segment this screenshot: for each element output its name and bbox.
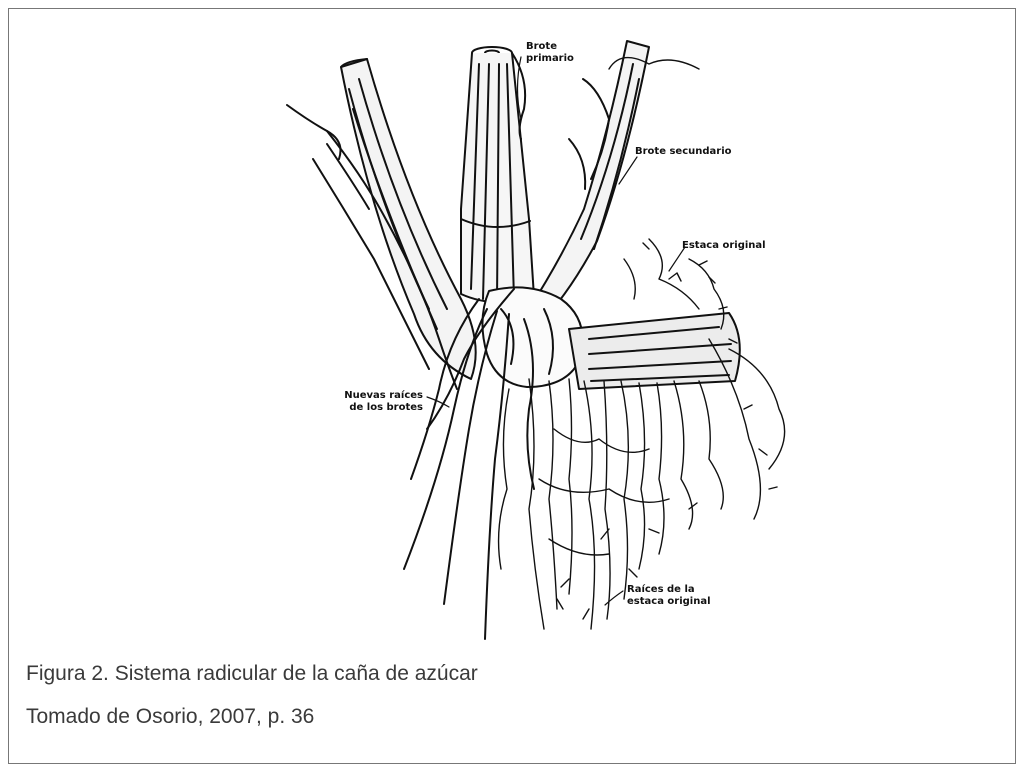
original-cutting [569, 313, 740, 389]
label-estaca-original: Estaca original [682, 240, 766, 252]
label-brote-primario: Brote primario [526, 41, 574, 65]
label-raices-estaca: Raíces de la estaca original [627, 584, 711, 608]
secondary-shoot [529, 41, 699, 327]
primary-shoot [461, 47, 534, 302]
label-brote-secundario: Brote secundario [635, 146, 732, 158]
label-nuevas-raices: Nuevas raíces de los brotes [321, 390, 423, 414]
sugarcane-root-system-illustration [9, 9, 1017, 649]
figure-source: Tomado de Osorio, 2007, p. 36 [26, 705, 314, 729]
figure-frame: Brote primario Brote secundario Estaca o… [8, 8, 1016, 764]
left-shoot [287, 59, 476, 389]
figure-caption: Figura 2. Sistema radicular de la caña d… [26, 662, 478, 686]
